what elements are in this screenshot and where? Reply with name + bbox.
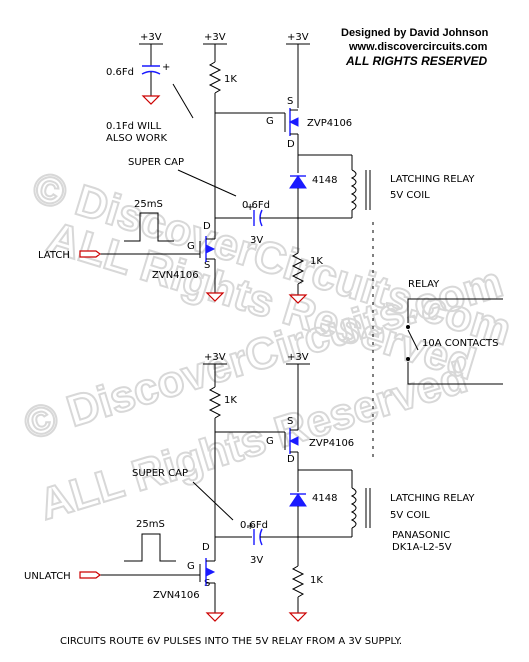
diode-label: 4148 [312, 175, 337, 186]
pmos-part-label: ZVP4106 [309, 438, 354, 449]
nmos-transistor [199, 546, 216, 613]
cap-note-line1: 0.1Fd WILL [106, 121, 162, 132]
cap-value-label: 0.6Fd [242, 200, 270, 211]
relay-part-label: DK1A-L2-5V [392, 542, 452, 553]
pmos-gate-label: G [266, 436, 274, 447]
contacts-label: 10A CONTACTS [422, 338, 499, 349]
super-cap-label: SUPER CAP [128, 157, 184, 168]
resistor-icon [291, 565, 305, 598]
coil-label: 5V COIL [390, 510, 430, 521]
pulse-waveform-icon [124, 533, 176, 562]
supply-label: +3V [140, 32, 162, 43]
footer-caption: CIRCUITS ROUTE 6V PULSES INTO THE 5V REL… [60, 636, 402, 647]
capacitor-top-supply: + [141, 44, 170, 96]
input-connector-icon[interactable] [79, 571, 101, 579]
resistor-label: 1K [310, 256, 323, 267]
pulse-width-label: 25mS [136, 519, 165, 530]
resistor-label: 1K [310, 575, 323, 586]
supply-label: +3V [287, 352, 309, 363]
resistor-icon [291, 252, 305, 285]
nmos-gate-label: G [187, 241, 195, 252]
nmos-gate-label: G [187, 561, 195, 572]
pulse-waveform-icon [124, 212, 174, 242]
diode-icon [289, 493, 307, 507]
nmos-transistor [199, 233, 216, 293]
pmos-source-label: S [287, 96, 293, 107]
diode-icon [289, 175, 307, 189]
input-label-latch: LATCH [38, 250, 70, 261]
supply-label: +3V [204, 352, 226, 363]
rights-notice: ALL RIGHTS RESERVED [345, 54, 487, 68]
pmos-transistor [284, 364, 299, 470]
nmos-source-label: S [204, 260, 210, 271]
relay-brand-label: PANASONIC [392, 530, 450, 541]
cap-value-label: 0.6Fd [106, 67, 134, 78]
plus-sign-icon: + [162, 62, 170, 73]
pulse-width-label: 25mS [134, 199, 163, 210]
designer-credit: Designed by David Johnson [341, 27, 489, 39]
nmos-drain-label: D [203, 221, 211, 232]
ground-icon [288, 294, 308, 304]
pmos-part-label: ZVP4106 [307, 118, 352, 129]
cap-voltage-label: 3V [250, 235, 263, 246]
ground-icon [205, 612, 225, 622]
resistor-label: 1K [224, 74, 237, 85]
ground-icon [141, 95, 161, 105]
relay-coil-icon [350, 169, 371, 211]
note-leader-line [172, 83, 194, 119]
note-leader-line [192, 481, 234, 521]
pmos-transistor [284, 44, 299, 155]
input-connector-icon[interactable] [79, 250, 101, 258]
nmos-part-label: ZVN4106 [153, 590, 200, 601]
relay-title: RELAY [408, 279, 440, 290]
resistor-icon [208, 386, 222, 419]
cap-value-label: 0.6Fd [240, 520, 268, 531]
supply-label: +3V [204, 32, 226, 43]
nmos-part-label: ZVN4106 [152, 270, 199, 281]
resistor-icon [208, 61, 222, 94]
diode-label: 4148 [312, 493, 337, 504]
plus-sign-icon: + [246, 521, 254, 532]
website: www.discovercircuits.com [348, 41, 488, 53]
ground-icon [288, 612, 308, 622]
input-label-unlatch: UNLATCH [24, 571, 71, 582]
pmos-drain-label: D [287, 454, 295, 465]
pmos-drain-label: D [287, 139, 295, 150]
plus-sign-icon: + [246, 202, 254, 213]
coil-label: 5V COIL [390, 190, 430, 201]
resistor-label: 1K [224, 395, 237, 406]
ground-icon [205, 292, 225, 302]
pmos-source-label: S [287, 416, 293, 427]
pmos-gate-label: G [266, 116, 274, 127]
cap-voltage-label: 3V [250, 555, 263, 566]
supply-label: +3V [287, 32, 309, 43]
nmos-drain-label: D [202, 542, 210, 553]
relay-coil-icon [350, 487, 371, 529]
note-leader-line [177, 169, 237, 197]
cap-note-line2: ALSO WORK [106, 133, 168, 144]
relay-label: LATCHING RELAY [390, 493, 475, 504]
super-cap-label: SUPER CAP [132, 468, 188, 479]
relay-contacts-icon [406, 298, 503, 385]
relay-label: LATCHING RELAY [390, 174, 475, 185]
